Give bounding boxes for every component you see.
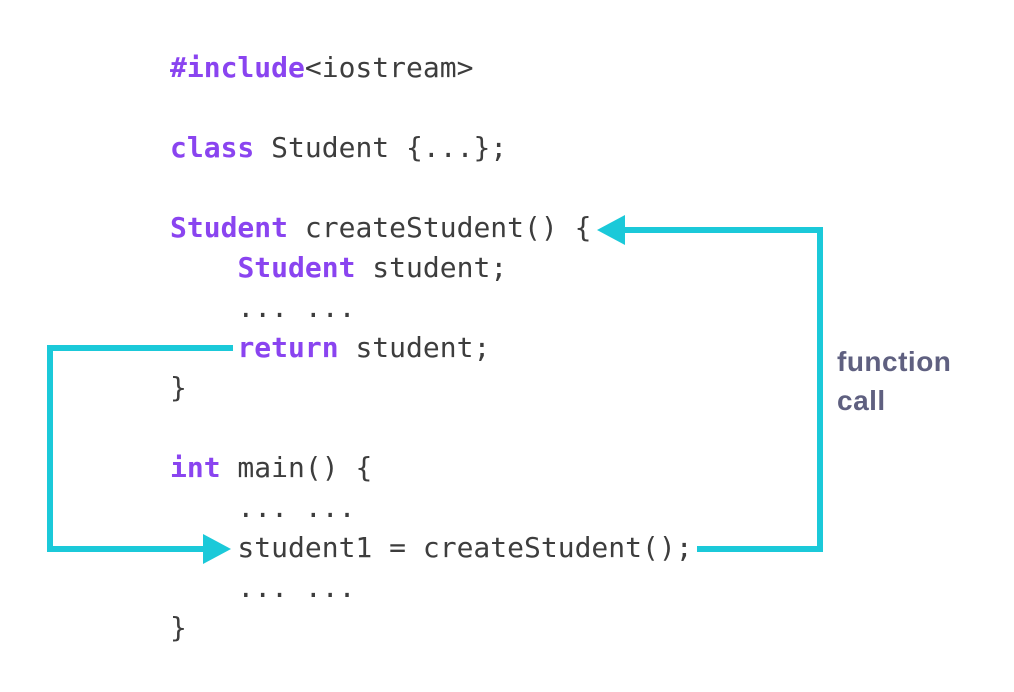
function-call-label-line1: function [837,346,952,377]
function-call-label: function call [837,342,951,420]
code-line: #include<iostream> [170,48,693,88]
code-text: student; [355,251,508,284]
code-line: } [170,608,693,648]
code-line [170,168,693,208]
code-text: Student {...}; [254,131,508,164]
code-text: ... ... [170,571,356,604]
code-line: return student; [170,328,693,368]
code-keyword: Student [237,251,356,284]
code-text: student; [338,331,491,364]
code-block: #include<iostream> class Student {...}; … [170,48,693,648]
code-line: Student student; [170,248,693,288]
code-line: student1 = createStudent(); [170,528,693,568]
code-line: ... ... [170,568,693,608]
code-keyword: #include [170,51,305,84]
code-text [170,251,237,284]
code-text: ... ... [170,491,356,524]
code-text [170,331,237,364]
code-line: int main() { [170,448,693,488]
code-line: ... ... [170,288,693,328]
code-line [170,408,693,448]
code-line: class Student {...}; [170,128,693,168]
code-keyword: Student [170,211,289,244]
code-line: Student createStudent() { [170,208,693,248]
code-text: } [170,371,187,404]
code-line: } [170,368,693,408]
code-text: student1 = createStudent(); [170,531,693,564]
code-text: ... ... [170,291,356,324]
code-text: createStudent() { [288,211,592,244]
code-line: ... ... [170,488,693,528]
code-keyword: int [170,451,221,484]
code-text: } [170,611,187,644]
code-text: <iostream> [304,51,474,84]
code-text: main() { [220,451,373,484]
code-keyword: return [237,331,339,364]
code-line [170,88,693,128]
code-keyword: class [170,131,255,164]
function-call-label-line2: call [837,385,886,416]
